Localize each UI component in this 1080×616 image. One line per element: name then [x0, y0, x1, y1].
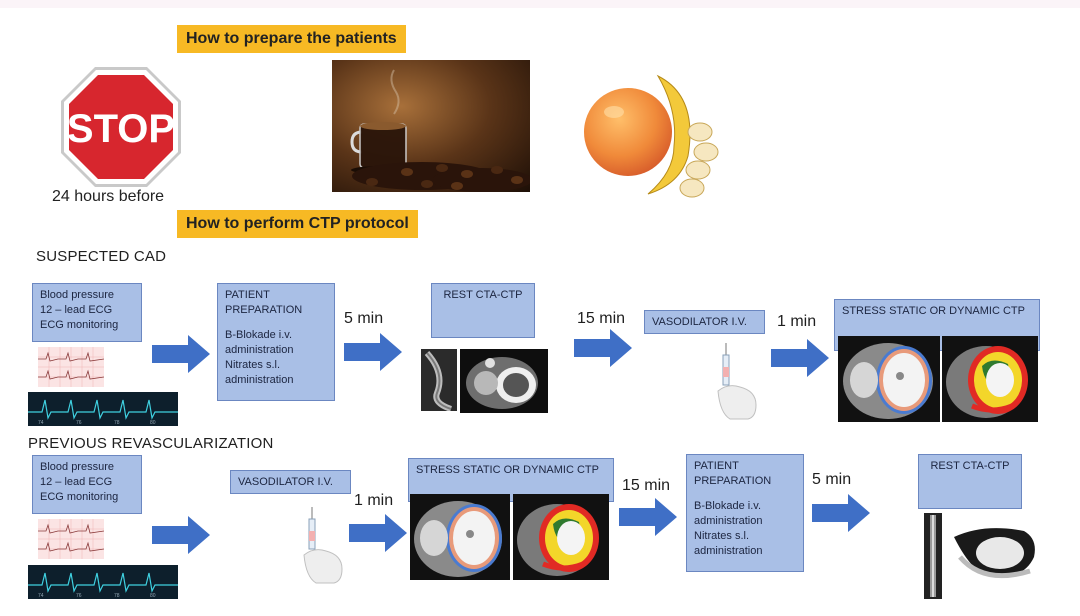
stop-sign-icon: STOP: [59, 65, 183, 189]
ct-scan-image: [421, 349, 457, 411]
rest-cta-ctp-box: REST CTA-CTP: [431, 283, 535, 338]
box-line: Blood pressure: [40, 289, 114, 301]
box-line: Nitrates s.l.: [225, 359, 281, 371]
coffee-beans-icon: [352, 162, 530, 192]
box-line: STRESS STATIC OR DYNAMIC CTP: [416, 464, 599, 476]
patient-preparation-box: PATIENT PREPARATION B-Blokade i.v. admin…: [686, 454, 804, 572]
box-line: PATIENT: [225, 289, 270, 301]
box-line: Nitrates s.l.: [694, 530, 750, 542]
box-line: administration: [225, 344, 294, 356]
box-line: PREPARATION: [225, 304, 303, 316]
ct-scan-image: [924, 513, 942, 599]
svg-text:76: 76: [76, 420, 82, 426]
svg-text:76: 76: [76, 593, 82, 599]
box-line: Blood pressure: [40, 461, 114, 473]
box-line: 12 – lead ECG: [40, 304, 113, 316]
box-line: PATIENT: [694, 460, 739, 472]
ct-scan-image: [410, 494, 510, 580]
diagram-canvas: How to prepare the patients STOP 24 hour…: [0, 8, 1080, 616]
perfusion-map-image: [942, 336, 1038, 422]
stop-sign-text: STOP: [67, 107, 175, 151]
section-suspected-cad: SUSPECTED CAD: [36, 248, 167, 265]
arrow-right-icon: [812, 494, 870, 532]
box-line: administration: [694, 515, 763, 527]
box-line: STRESS STATIC OR DYNAMIC CTP: [842, 305, 1025, 317]
svg-text:78: 78: [114, 420, 120, 426]
coffee-photo: [332, 60, 530, 192]
box-line: REST CTA-CTP: [930, 460, 1010, 472]
ct-scan-image: [838, 336, 940, 422]
time-label: 15 min: [622, 477, 671, 494]
arrow-right-icon: [344, 333, 402, 371]
box-line: ECG monitoring: [40, 319, 119, 331]
syringe-icon: [714, 341, 762, 421]
arrow-right-icon: [152, 516, 210, 554]
monitoring-box: Blood pressure 12 – lead ECG ECG monitor…: [32, 455, 142, 514]
banana-icon: [647, 74, 719, 198]
svg-text:80: 80: [150, 420, 156, 426]
svg-text:74: 74: [38, 593, 44, 599]
time-label: 1 min: [354, 492, 394, 509]
time-label: 5 min: [812, 471, 852, 488]
box-line: VASODILATOR I.V.: [238, 476, 333, 488]
arrow-right-icon: [349, 514, 407, 552]
ecg-strip-icon: [38, 347, 104, 387]
ecg-strip-icon: [38, 519, 104, 559]
arrow-right-icon: [152, 335, 210, 373]
box-line: REST CTA-CTP: [443, 289, 523, 301]
fruit-image: [580, 72, 740, 202]
svg-text:80: 80: [150, 593, 156, 599]
time-label: 15 min: [577, 310, 626, 327]
box-line: VASODILATOR I.V.: [652, 316, 747, 328]
box-line: PREPARATION: [694, 475, 772, 487]
svg-text:78: 78: [114, 593, 120, 599]
arrow-right-icon: [574, 329, 632, 367]
perfusion-map-image: [513, 494, 609, 580]
grapefruit-icon: [584, 88, 672, 176]
box-line: administration: [694, 545, 763, 557]
prepare-title: How to prepare the patients: [177, 25, 406, 53]
box-line: 12 – lead ECG: [40, 476, 113, 488]
arrow-right-icon: [619, 498, 677, 536]
monitoring-box: Blood pressure 12 – lead ECG ECG monitor…: [32, 283, 142, 342]
box-line: B-Blokade i.v.: [225, 329, 293, 341]
stop-caption: 24 hours before: [52, 188, 165, 205]
ct-scan-image: [950, 521, 1040, 591]
box-line: administration: [225, 374, 294, 386]
ecg-monitor-icon: 74 76 78 80: [28, 565, 178, 599]
ct-scan-image: [460, 349, 548, 413]
ecg-monitor-icon: 74 76 78 80: [28, 392, 178, 426]
rest-cta-ctp-box: REST CTA-CTP: [918, 454, 1022, 509]
syringe-icon: [300, 505, 348, 585]
box-line: B-Blokade i.v.: [694, 500, 762, 512]
section-previous-revascularization: PREVIOUS REVASCULARIZATION: [28, 435, 274, 452]
box-line: ECG monitoring: [40, 491, 119, 503]
time-label: 5 min: [344, 310, 384, 327]
vasodilator-box: VASODILATOR I.V.: [644, 310, 765, 334]
svg-text:74: 74: [38, 420, 44, 426]
time-label: 1 min: [777, 313, 817, 330]
patient-preparation-box: PATIENT PREPARATION B-Blokade i.v. admin…: [217, 283, 335, 401]
perform-title: How to perform CTP protocol: [177, 210, 418, 238]
vasodilator-box: VASODILATOR I.V.: [230, 470, 351, 494]
arrow-right-icon: [771, 339, 829, 377]
